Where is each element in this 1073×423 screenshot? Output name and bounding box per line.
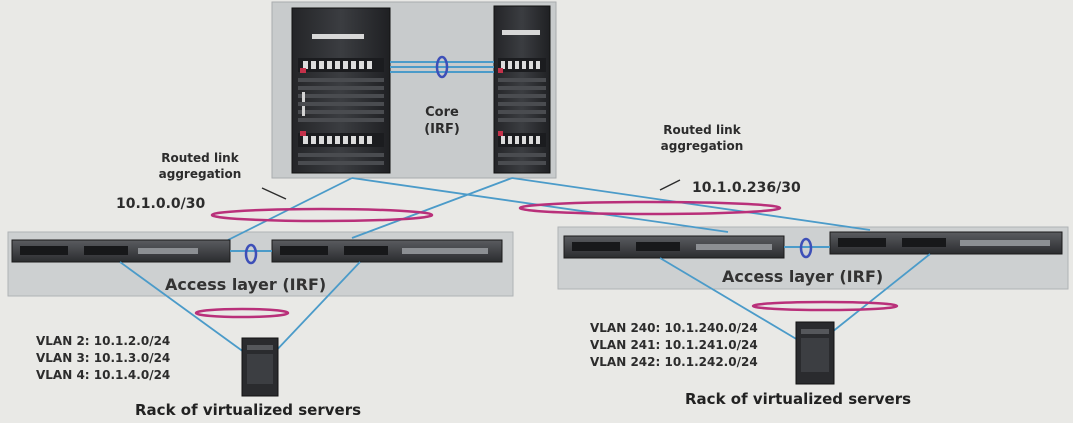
vlan-entry: VLAN 4: 10.1.4.0/24 (36, 368, 171, 382)
server-links (119, 253, 931, 356)
routed-link-label-left: Routed link aggregation (140, 150, 260, 182)
routed-aggregation-ring-left (210, 207, 434, 223)
access-irf-ring-right (799, 237, 813, 259)
access-switch-left-1 (11, 239, 231, 263)
access-switch-left-2 (271, 239, 503, 263)
server-rack-right (795, 321, 835, 385)
server-rack-left (241, 337, 279, 397)
core-name: Core (425, 105, 459, 120)
vlan-entry: VLAN 2: 10.1.2.0/24 (36, 334, 171, 348)
subnet-label-right: 10.1.0.236/30 (692, 180, 801, 196)
routed-link-label-right-line1: Routed link (663, 123, 741, 137)
access-layer-label-left: Access layer (IRF) (165, 275, 327, 294)
rack-label-right: Rack of virtualized servers (685, 390, 912, 408)
access-irf-ring-left (244, 243, 258, 265)
core-irf-ring (435, 55, 449, 79)
core-chassis-right (493, 5, 551, 174)
routed-link-label-left-line2: aggregation (158, 167, 242, 181)
core-label: Core (IRF) (412, 104, 472, 138)
core-mode: (IRF) (424, 122, 460, 137)
server-aggregation-ring-left (194, 307, 290, 319)
vlan-list-right: VLAN 240: 10.1.240.0/24 VLAN 241: 10.1.2… (590, 320, 758, 371)
rack-label-left: Rack of virtualized servers (135, 401, 362, 419)
vlan-entry: VLAN 3: 10.1.3.0/24 (36, 351, 171, 365)
routed-link-label-right: Routed link aggregation (642, 122, 762, 154)
vlan-entry: VLAN 241: 10.1.241.0/24 (590, 338, 758, 352)
core-chassis-left (291, 7, 391, 174)
vlan-entry: VLAN 240: 10.1.240.0/24 (590, 321, 758, 335)
vlan-list-left: VLAN 2: 10.1.2.0/24 VLAN 3: 10.1.3.0/24 … (36, 333, 170, 384)
subnet-label-left: 10.1.0.0/30 (116, 196, 206, 212)
access-layer-label-right: Access layer (IRF) (722, 267, 884, 286)
access-switch-right-2 (829, 231, 1063, 255)
routed-link-label-right-line2: aggregation (660, 139, 744, 153)
routed-aggregation-ring-right (518, 200, 782, 216)
core-irf-links (390, 61, 494, 73)
label-pointers (261, 179, 681, 200)
server-aggregation-ring-right (751, 300, 899, 312)
routed-link-label-left-line1: Routed link (161, 151, 239, 165)
vlan-entry: VLAN 242: 10.1.242.0/24 (590, 355, 758, 369)
access-switch-right-1 (563, 235, 785, 259)
